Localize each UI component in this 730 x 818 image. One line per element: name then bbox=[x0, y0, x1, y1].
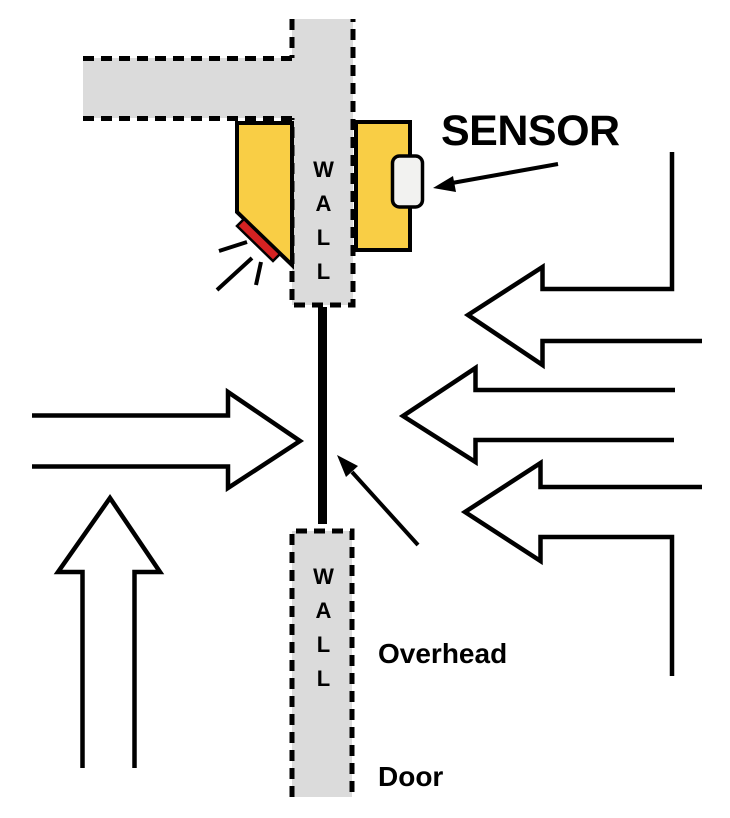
bottom-wall-border bbox=[289, 528, 355, 797]
beam-emitter bbox=[235, 217, 282, 263]
beam-rays-icon bbox=[215, 240, 263, 292]
top-wall-label: WALL bbox=[311, 157, 336, 293]
sensor-label: SENSOR bbox=[441, 107, 620, 155]
traffic-arrow-left-middle-icon bbox=[398, 363, 675, 467]
door-pointer-line bbox=[350, 470, 420, 547]
traffic-arrow-left-top-icon bbox=[463, 152, 702, 370]
traffic-arrow-up-icon bbox=[53, 494, 165, 768]
sensor-body bbox=[390, 154, 425, 209]
sensor-pointer-arrow bbox=[433, 162, 559, 192]
bottom-wall-label: WALL bbox=[311, 564, 336, 700]
bottom-wall-fill bbox=[292, 531, 352, 797]
horizontal-wall-fill bbox=[83, 58, 296, 118]
top-wall-border bbox=[289, 19, 356, 308]
sensor-pointer-arrowhead-icon bbox=[433, 176, 456, 192]
overhead-door-label-line2: Door bbox=[378, 761, 444, 792]
door-pointer-arrow bbox=[337, 455, 420, 547]
overhead-door-label-line1: Overhead bbox=[378, 638, 508, 669]
left-detector-housing bbox=[235, 121, 294, 270]
top-wall bbox=[289, 19, 356, 308]
traffic-arrow-right-icon bbox=[32, 387, 305, 493]
horizontal-wall bbox=[83, 56, 296, 121]
top-wall-fill bbox=[292, 19, 353, 305]
sensor-pointer-line bbox=[451, 162, 559, 185]
bottom-wall bbox=[289, 528, 355, 797]
door-pointer-arrowhead-icon bbox=[337, 455, 358, 477]
overhead-door-label: Overhead Door bbox=[378, 551, 507, 818]
traffic-arrow-left-bottom-icon bbox=[460, 458, 702, 676]
